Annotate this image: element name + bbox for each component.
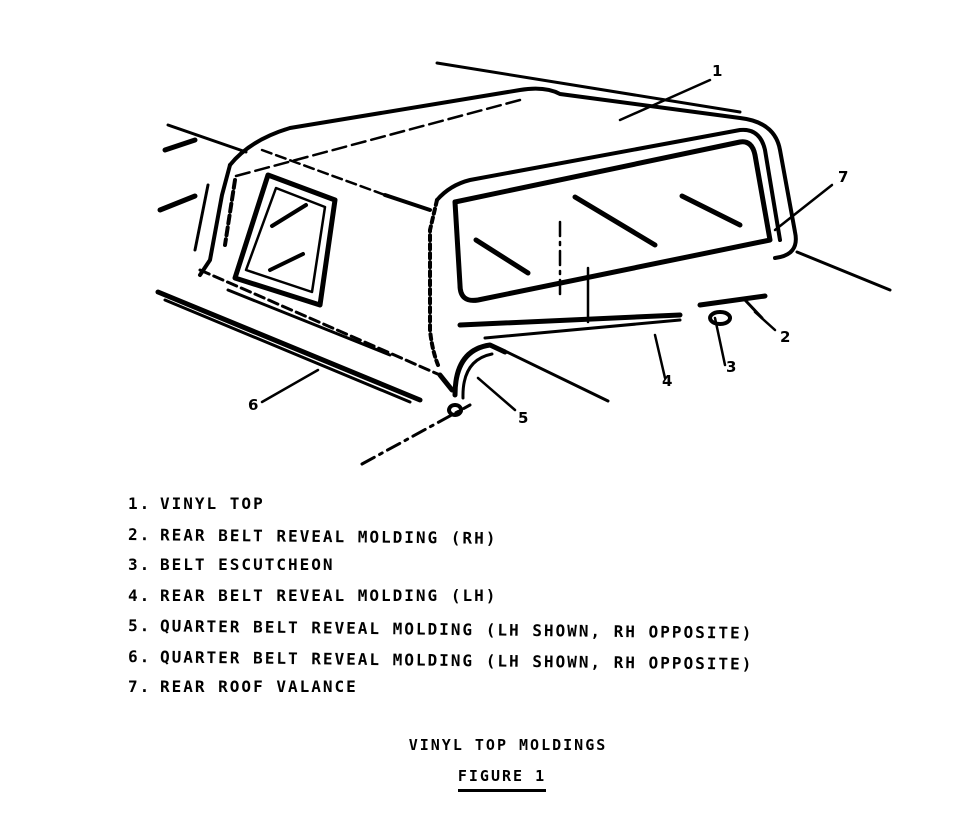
rear-window-frame xyxy=(428,127,782,367)
alignment-line xyxy=(360,403,472,466)
rear-window-glare xyxy=(473,193,743,324)
figure-title: VINYL TOP MOLDINGS xyxy=(0,736,976,754)
legend-item: 3. BELT ESCUTCHEON xyxy=(128,555,753,586)
callout-6: 6 xyxy=(248,396,259,414)
legend-item: 2. REAR BELT REVEAL MOLDING (RH) xyxy=(128,525,754,562)
parts-legend: 1. VINYL TOP 2. REAR BELT REVEAL MOLDING (… xyxy=(128,494,753,708)
legend-number: 2. xyxy=(127,524,152,544)
legend-number: 7. xyxy=(128,677,152,696)
legend-number: 5. xyxy=(127,616,152,636)
quarter-window xyxy=(232,172,338,308)
callout-3: 3 xyxy=(726,358,737,376)
figure-number: FIGURE 1 xyxy=(0,767,976,792)
legend-text: BELT ESCUTCHEON xyxy=(160,555,335,574)
legend-text: VINYL TOP xyxy=(160,494,265,513)
figure-title-text: VINYL TOP MOLDINGS xyxy=(408,736,608,754)
callout-2: 2 xyxy=(780,328,791,346)
quarter-belt-molding-5 xyxy=(437,342,508,417)
legend-number: 1. xyxy=(128,494,152,513)
legend-text: QUARTER BELT REVEAL MOLDING (LH SHOWN, R… xyxy=(159,616,754,643)
callout-1: 1 xyxy=(712,62,723,80)
left-pillar xyxy=(157,137,237,277)
legend-item: 7. REAR ROOF VALANCE xyxy=(128,677,753,708)
quarter-belt-molding-6 xyxy=(155,268,442,404)
legend-item: 1. VINYL TOP xyxy=(128,494,753,525)
legend-number: 6. xyxy=(127,646,152,666)
legend-text: REAR ROOF VALANCE xyxy=(160,677,358,696)
leader-lines xyxy=(260,78,834,412)
body-lines xyxy=(166,61,892,403)
callout-5: 5 xyxy=(518,409,529,427)
callout-7: 7 xyxy=(838,168,849,186)
callout-4: 4 xyxy=(662,372,673,390)
rear-belt-moldings xyxy=(457,293,768,340)
legend-text: REAR BELT REVEAL MOLDING (LH) xyxy=(160,585,498,605)
figure-number-text: FIGURE 1 xyxy=(457,767,547,792)
legend-number: 3. xyxy=(128,555,152,574)
roof-outline xyxy=(228,86,798,260)
legend-text: REAR BELT REVEAL MOLDING (RH) xyxy=(159,524,498,548)
legend-item: 4. REAR BELT REVEAL MOLDING (LH) xyxy=(128,586,753,617)
legend-number: 4. xyxy=(128,585,152,605)
